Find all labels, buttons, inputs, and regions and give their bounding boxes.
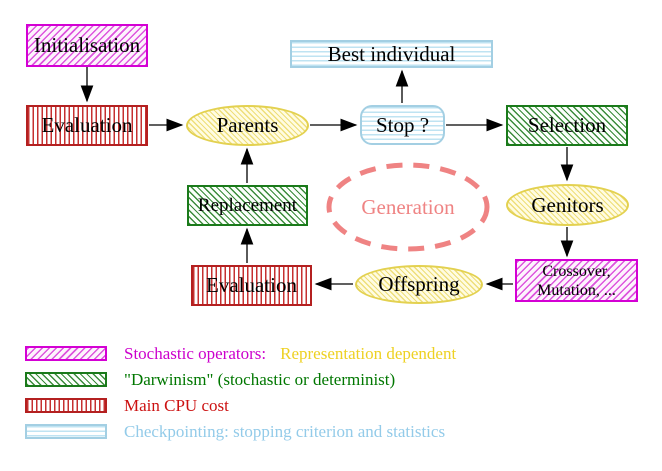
node-evaluation-top: Evaluation bbox=[26, 105, 148, 146]
legend-item-main-cpu-cost: Main CPU cost bbox=[25, 395, 229, 415]
node-initialisation-label: Initialisation bbox=[33, 33, 141, 57]
legend-swatch-red-stripes bbox=[25, 397, 107, 413]
legend-swatch-cyan-stripes bbox=[25, 423, 107, 439]
node-stop: Stop ? bbox=[360, 105, 445, 145]
node-initialisation: Initialisation bbox=[26, 24, 148, 67]
legend-label-representation-dependent: Representation dependent bbox=[280, 343, 457, 363]
node-genitors: Genitors bbox=[506, 184, 629, 226]
node-crossover-mutation: Crossover, Mutation, ... bbox=[515, 259, 638, 302]
node-best-individual: Best individual bbox=[290, 40, 493, 68]
node-selection-label: Selection bbox=[527, 113, 607, 137]
legend-label-checkpointing: Checkpointing: stopping criterion and st… bbox=[124, 421, 446, 441]
legend-swatch-magenta-hatch bbox=[25, 345, 107, 361]
node-evaluation-top-label: Evaluation bbox=[41, 113, 133, 137]
node-generation-label: Generation bbox=[361, 194, 455, 219]
node-crossover-label-line1: Crossover, bbox=[542, 262, 611, 280]
node-parents-label: Parents bbox=[216, 113, 279, 137]
node-best-individual-label: Best individual bbox=[327, 41, 456, 66]
node-stop-label: Stop ? bbox=[375, 112, 430, 137]
node-parents: Parents bbox=[186, 105, 309, 146]
legend-swatch-green-hatch bbox=[25, 371, 107, 387]
node-evaluation-bottom: Evaluation bbox=[191, 265, 312, 306]
node-evaluation-bottom-label: Evaluation bbox=[206, 273, 297, 297]
legend-item-darwinism: "Darwinism" (stochastic or determinist) bbox=[25, 369, 396, 389]
legend-item-stochastic-operators: Stochastic operators: Representation dep… bbox=[25, 343, 457, 363]
node-selection: Selection bbox=[506, 105, 628, 146]
node-crossover-label-line2: Mutation, ... bbox=[537, 281, 616, 299]
node-genitors-label: Genitors bbox=[531, 192, 604, 217]
node-offspring-label: Offspring bbox=[378, 272, 460, 296]
legend-label-stochastic-operators: Stochastic operators: bbox=[124, 343, 267, 363]
node-offspring: Offspring bbox=[355, 265, 483, 304]
node-replacement: Replacement bbox=[187, 185, 308, 226]
legend-label-darwinism: "Darwinism" (stochastic or determinist) bbox=[124, 369, 396, 389]
generation-dashed-ellipse bbox=[326, 162, 490, 252]
legend-item-checkpointing: Checkpointing: stopping criterion and st… bbox=[25, 421, 446, 441]
legend-label-main-cpu-cost: Main CPU cost bbox=[124, 395, 229, 415]
node-replacement-label: Replacement bbox=[197, 195, 298, 216]
